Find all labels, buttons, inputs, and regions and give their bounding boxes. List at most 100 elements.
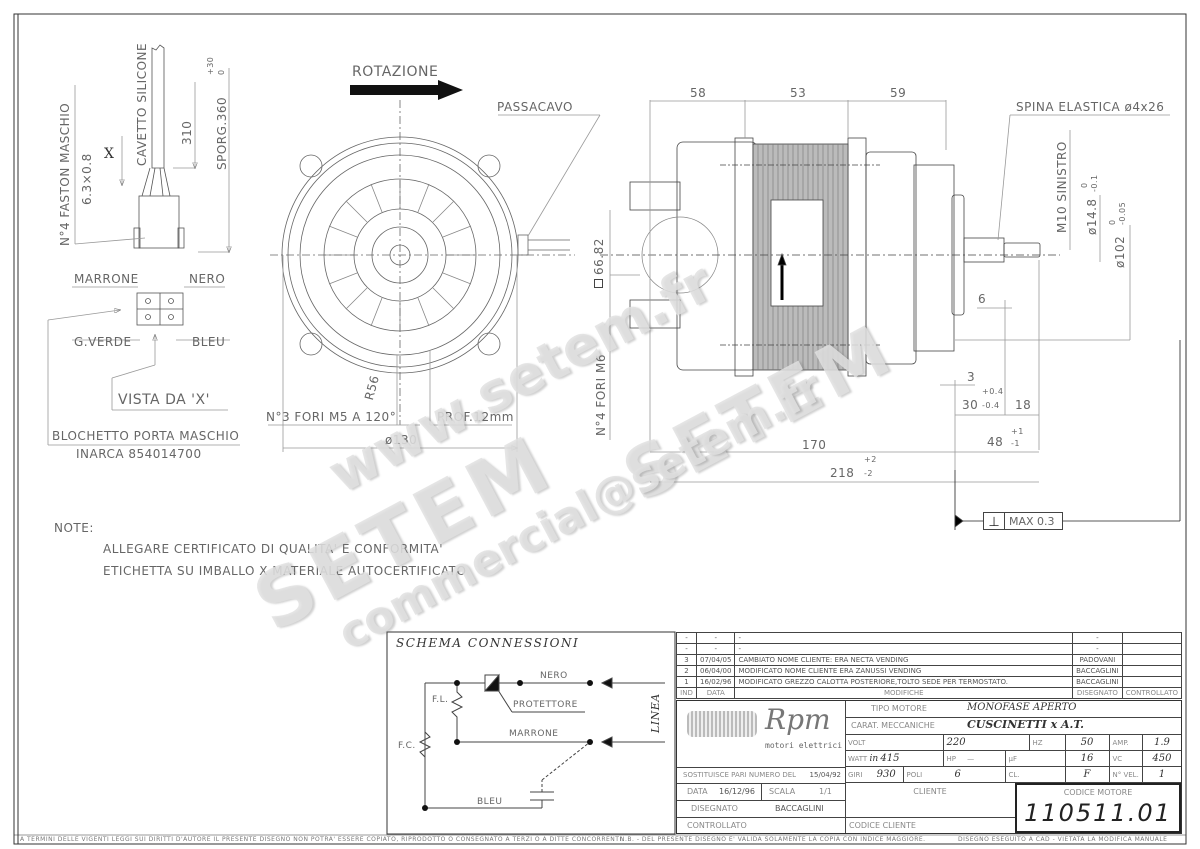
rev-date: - xyxy=(695,643,736,655)
spec-table: VOLT 220 HZ 50 AMP. 1.9 WATT in 415 HP —… xyxy=(845,734,1181,783)
rotation-arrow-icon xyxy=(350,80,463,100)
dim-6: 6 xyxy=(978,292,987,306)
shaft-dia: ø14.8 xyxy=(1085,198,1099,235)
schematic-wire-bleu: BLEU xyxy=(477,797,503,807)
checked-row: CONTROLLATO xyxy=(677,817,846,833)
watt-in-label: in xyxy=(869,754,879,764)
footer-cad: DISEGNO ESEGUITO A CAD - VIETATA LA MODI… xyxy=(958,836,1168,843)
note-line-2: ETICHETTA SU IMBALLO X MATERIALE AUTOCER… xyxy=(103,564,467,578)
hz-label: HZ xyxy=(1032,738,1043,747)
faston-size: 6.3×0.8 xyxy=(80,153,94,205)
header-drawn: DISEGNATO xyxy=(1072,687,1123,699)
dim-18: 18 xyxy=(1015,398,1032,412)
motor-code-label: CODICE MOTORE xyxy=(1063,788,1133,797)
rev-drawn: BACCAGLINI xyxy=(1072,676,1123,688)
diameter-label: ø130 xyxy=(385,433,418,447)
dim-59: 59 xyxy=(890,86,907,100)
nvel-label: N° VEL. xyxy=(1112,770,1139,779)
rotation-label: ROTAZIONE xyxy=(352,64,439,80)
thread-label: M10 SINISTRO xyxy=(1055,141,1069,233)
schematic-line-label: LINEA xyxy=(649,693,662,733)
replaces-label: SOSTITUISCE PARI NUMERO DEL xyxy=(683,771,797,779)
wire-marrone: MARRONE xyxy=(74,272,139,286)
dim-53: 53 xyxy=(790,86,807,100)
drawn-label: DISEGNATO xyxy=(691,804,738,813)
schematic-protector: PROTETTORE xyxy=(513,700,578,710)
connector-drawing xyxy=(47,44,240,446)
logo-graphic-icon xyxy=(687,711,757,737)
motor-type-value: MONOFASE APERTO xyxy=(967,702,1077,713)
rev-date: 06/04/00 xyxy=(695,665,736,677)
replaces-date: 15/04/92 xyxy=(809,771,841,779)
view-marker-x: X xyxy=(104,146,115,162)
block-code: INARCA 854014700 xyxy=(76,447,202,461)
brand-sub: motori elettrici xyxy=(765,741,843,750)
date-label: DATA xyxy=(687,787,708,796)
hp-label: HP xyxy=(946,754,957,763)
revision-row: 1 16/02/96 MODIFICATO GREZZO CALOTTA POS… xyxy=(676,676,1183,688)
schematic-title: SCHEMA CONNESSIONI xyxy=(396,636,580,650)
motor-type-label: TIPO MOTORE xyxy=(871,704,927,713)
rev-desc: - xyxy=(734,643,1074,655)
replaces-row: SOSTITUISCE PARI NUMERO DEL 15/04/92 xyxy=(677,767,846,784)
revision-row: - - - - xyxy=(676,643,1183,655)
checked-label: CONTROLLATO xyxy=(687,821,747,830)
grommet-label: PASSACAVO xyxy=(497,100,573,114)
revision-header-row: IND DATA MODIFICHE DISEGNATO CONTROLLATO xyxy=(676,687,1183,699)
volt-label: VOLT xyxy=(848,738,866,747)
shaft-tol-upper: 0 xyxy=(1080,182,1089,188)
uf-value: 16 xyxy=(1080,753,1094,764)
dim-58: 58 xyxy=(690,86,707,100)
perpendicularity-tolerance-frame: ⊥ MAX 0.3 xyxy=(983,512,1063,530)
client-label: CLIENTE xyxy=(913,787,947,796)
dim-170: 170 xyxy=(802,438,827,452)
poli-label: POLI xyxy=(906,771,923,779)
side-holes-label: N°4 FORI M6 xyxy=(594,354,608,436)
motor-front-view xyxy=(268,100,601,452)
rev-checked xyxy=(1121,632,1183,644)
rev-checked xyxy=(1121,665,1183,677)
date-value: 16/12/96 xyxy=(719,787,755,796)
note-line-1: ALLEGARE CERTIFICATO DI QUALITA' E CONFO… xyxy=(103,542,444,556)
motor-code-value: 110511.01 xyxy=(1024,799,1172,827)
footer-copyright: A TERMINI DELLE VIGENTI LEGGI SUI DIRITT… xyxy=(20,836,625,843)
flange-tol-lower: -0.05 xyxy=(1118,201,1127,225)
hp-value: — xyxy=(967,754,975,763)
motor-side-view xyxy=(600,100,1181,530)
revisions-table: - - - - - - - - 3 07/04/05 CAMBIATO NOME… xyxy=(676,632,1183,699)
schematic-wire-nero: NERO xyxy=(540,671,568,681)
pin-label: SPINA ELASTICA ø4x26 xyxy=(1016,100,1165,114)
revision-row: 3 07/04/05 CAMBIATO NOME CLIENTE: ERA NE… xyxy=(676,654,1183,666)
cable-label: CAVETTO SILICONE xyxy=(135,42,149,166)
tolerance-value: MAX 0.3 xyxy=(1009,514,1055,528)
view-label: VISTA DA 'X' xyxy=(118,392,210,408)
cl-label: CL. xyxy=(1008,770,1020,779)
date-scale-row: DATA 16/12/96 SCALA 1/1 xyxy=(677,783,846,801)
rev-date: 07/04/05 xyxy=(695,654,736,666)
scale-label: SCALA xyxy=(769,787,796,796)
square-symbol-icon xyxy=(594,279,603,288)
dim-48-tol-lower: -1 xyxy=(1011,439,1020,448)
notes-title: NOTE: xyxy=(54,521,94,535)
dim-48-tol-upper: +1 xyxy=(1011,427,1024,436)
giri-value: 930 xyxy=(876,769,896,780)
header-date: DATA xyxy=(695,687,736,699)
rev-date: 16/02/96 xyxy=(695,676,736,688)
header-changes: MODIFICHE xyxy=(734,687,1074,699)
shaft-tol-lower: -0.1 xyxy=(1090,174,1099,192)
rev-checked xyxy=(1121,643,1183,655)
rev-ind: - xyxy=(676,632,697,644)
client-code-label: CODICE CLIENTE xyxy=(849,821,916,830)
wire-bleu: BLEU xyxy=(192,335,226,349)
hz-value: 50 xyxy=(1080,737,1094,748)
protrusion-label: SPORG.360 xyxy=(215,96,229,170)
dim-30-tol-lower: -0.4 xyxy=(982,401,1000,410)
wire-nero: NERO xyxy=(189,272,226,286)
perpendicularity-icon: ⊥ xyxy=(984,513,1005,529)
rev-drawn: BACCAGLINI xyxy=(1072,665,1123,677)
rev-drawn: - xyxy=(1072,632,1123,644)
motor-type-row: TIPO MOTORE MONOFASE APERTO xyxy=(845,701,1181,718)
rev-ind: 3 xyxy=(676,654,697,666)
